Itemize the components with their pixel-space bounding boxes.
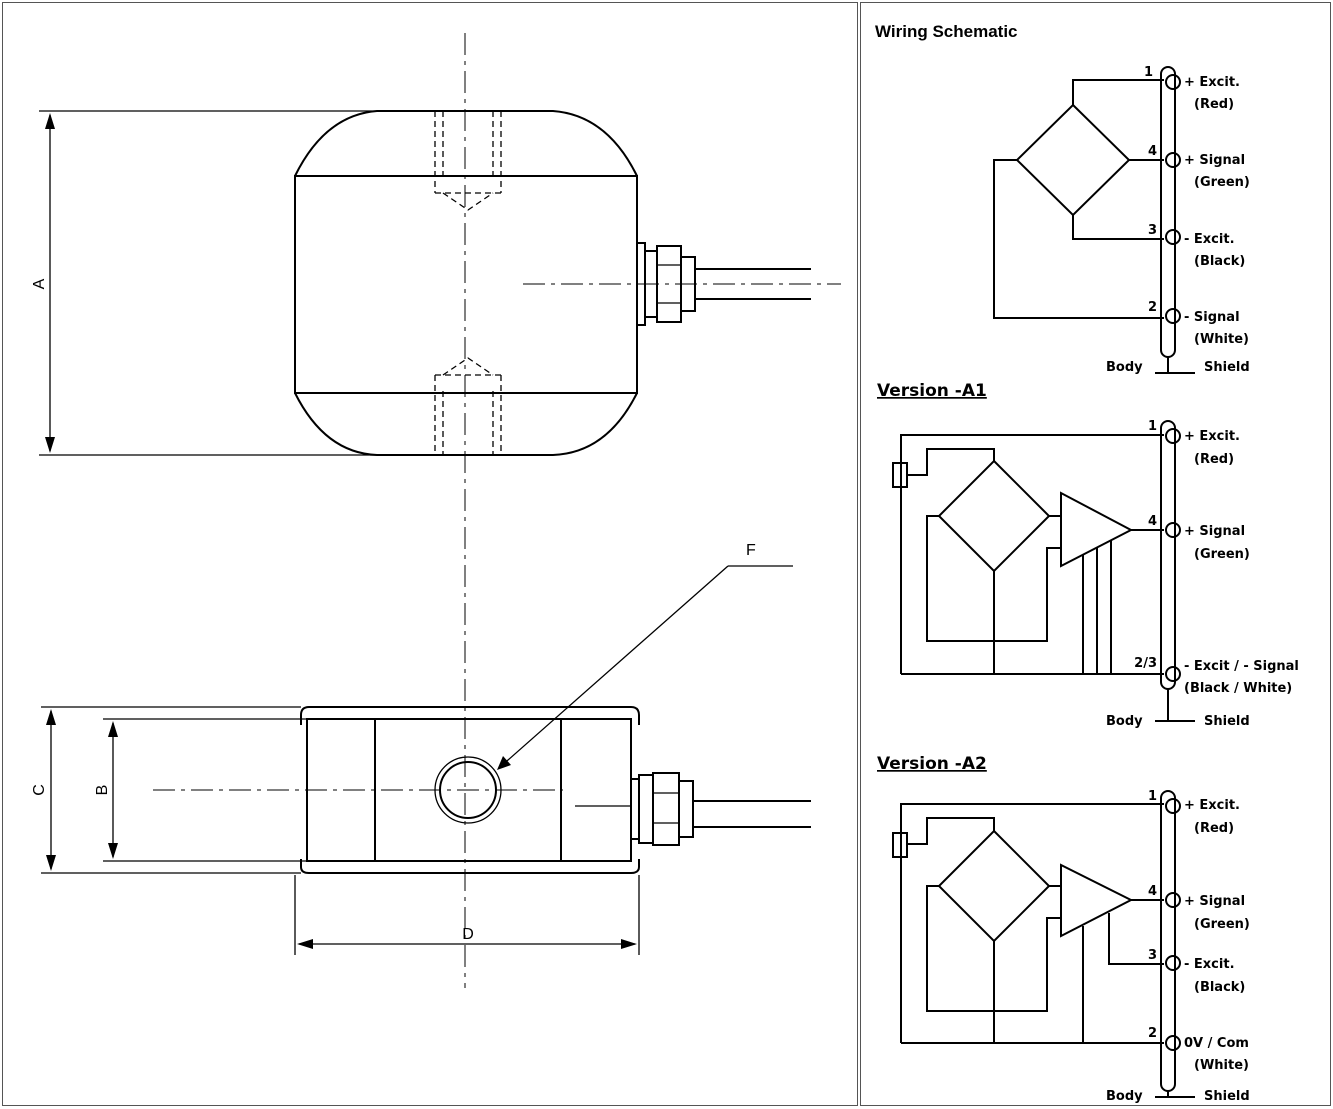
a1-bridge — [937, 459, 1051, 573]
a2-bridge — [937, 829, 1051, 943]
wiring-schematic-panel: Wiring Schematic 1 + Excit. (Red) 4 + Si… — [860, 2, 1331, 1106]
wire-color: (White) — [1194, 1058, 1249, 1073]
pin-label: 0V / Com — [1184, 1036, 1249, 1051]
bottom-dome — [294, 392, 638, 456]
bottom-threaded-hole — [434, 357, 502, 455]
wire-color: (Red) — [1194, 821, 1234, 836]
pin-number: 2 — [1148, 300, 1157, 315]
pin-number: 1 — [1148, 789, 1157, 804]
dimension-d-label: D — [462, 926, 474, 943]
shield-label: Shield — [1204, 714, 1250, 729]
pin-number: 3 — [1148, 948, 1157, 963]
pin-number: 3 — [1148, 223, 1157, 238]
wire-color: (Red) — [1194, 452, 1234, 467]
version-a1-heading: Version -A1 — [877, 381, 987, 401]
shield-label: Shield — [1204, 360, 1250, 375]
top-dome — [294, 110, 638, 177]
pin-label: + Excit. — [1184, 429, 1240, 444]
pin-number: 4 — [1148, 144, 1157, 159]
pin-label: + Signal — [1184, 153, 1245, 168]
dimension-drawing: A — [31, 33, 841, 988]
pin-label: + Excit. — [1184, 798, 1240, 813]
body-label: Body — [1106, 360, 1143, 375]
dimension-b-label: B — [94, 785, 111, 796]
wire-color: (Black / White) — [1184, 681, 1292, 696]
shield-label: Shield — [1204, 1089, 1250, 1104]
callout-f-label: F — [746, 542, 756, 559]
wire-color: (Black) — [1194, 254, 1245, 269]
version-a1-schematic: Version -A1 1 + Excit. (Red) — [877, 381, 1299, 729]
standard-schematic: 1 + Excit. (Red) 4 + Signal (Green) 3 - … — [993, 65, 1250, 375]
version-a2-heading: Version -A2 — [877, 754, 987, 774]
top-threaded-hole — [434, 111, 502, 211]
a2-terminal-bar — [1160, 790, 1176, 1092]
schematic-title: Wiring Schematic — [875, 22, 1018, 41]
side-view: F C B D — [31, 542, 811, 955]
pin-label: - Excit. — [1184, 957, 1235, 972]
top-view-body — [294, 175, 638, 394]
pin-number: 4 — [1148, 514, 1157, 529]
a2-amplifier — [1060, 863, 1134, 938]
wiring-schematic: Wiring Schematic 1 + Excit. (Red) 4 + Si… — [875, 22, 1299, 1104]
pin-number: 2/3 — [1134, 656, 1157, 671]
wire-color: (Black) — [1194, 980, 1245, 995]
side-cable-gland — [630, 772, 811, 846]
pin-label: + Signal — [1184, 894, 1245, 909]
pin-label: + Excit. — [1184, 75, 1240, 90]
pin-number: 1 — [1144, 65, 1153, 80]
pin-number: 2 — [1148, 1026, 1157, 1041]
pin-number: 1 — [1148, 419, 1157, 434]
dimension-a-label: A — [31, 278, 48, 289]
body-label: Body — [1106, 1089, 1143, 1104]
pin-label: - Excit / - Signal — [1184, 659, 1299, 674]
body-label: Body — [1106, 714, 1143, 729]
wire-color: (Green) — [1194, 917, 1250, 932]
wire-color: (Red) — [1194, 97, 1234, 112]
standard-terminal-bar — [1160, 66, 1176, 358]
dimension-drawing-panel: A — [2, 2, 858, 1106]
pin-label: - Signal — [1184, 310, 1240, 325]
pin-number: 4 — [1148, 884, 1157, 899]
pin-label: + Signal — [1184, 524, 1245, 539]
dimension-c-label: C — [31, 784, 48, 796]
wire-color: (Green) — [1194, 175, 1250, 190]
standard-bridge — [1015, 103, 1131, 217]
wire-color: (Green) — [1194, 547, 1250, 562]
a1-terminal-bar — [1160, 420, 1176, 690]
version-a2-schematic: Version -A2 1 + Excit. (Red) 4 — [877, 754, 1250, 1104]
pin-label: - Excit. — [1184, 232, 1235, 247]
top-view: A — [31, 110, 841, 456]
wire-color: (White) — [1194, 332, 1249, 347]
